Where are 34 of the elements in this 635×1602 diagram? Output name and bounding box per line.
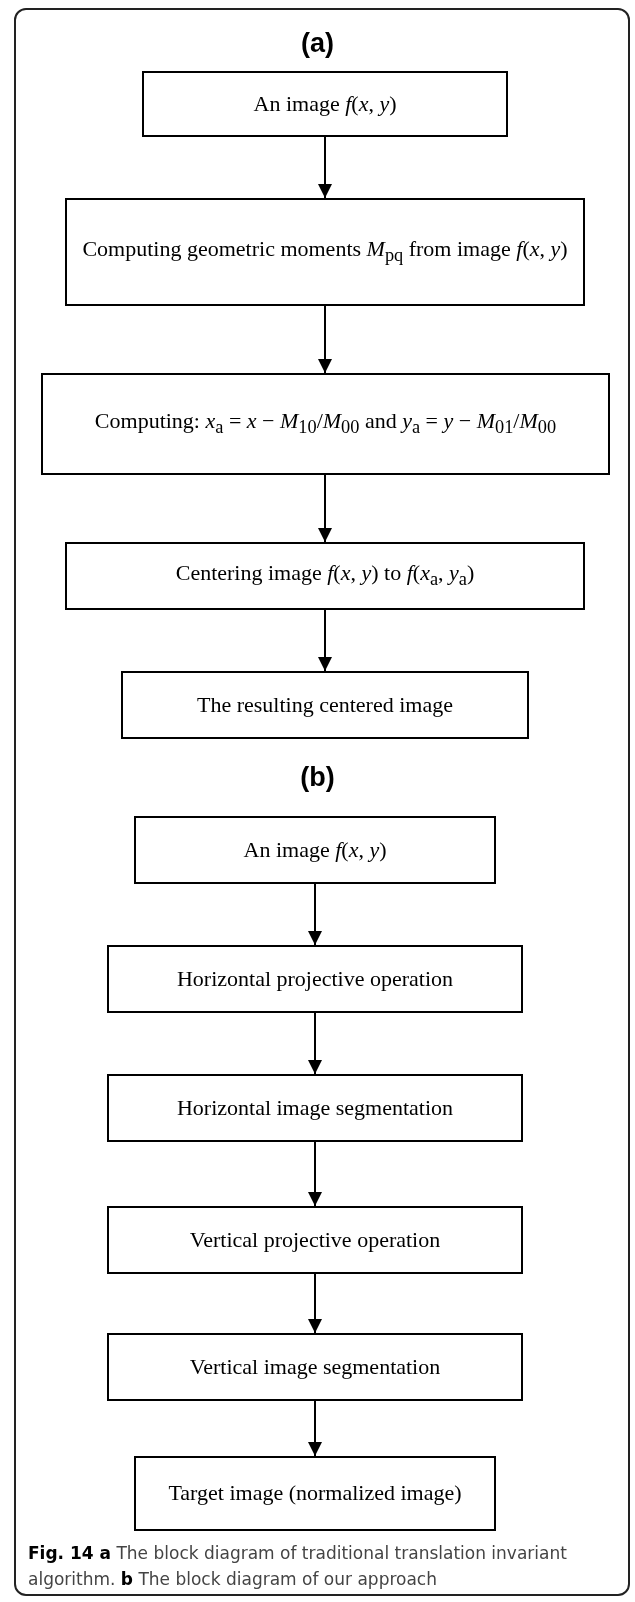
arrow (318, 474, 332, 543)
box-text: Computing geometric moments M$_{pq}$ from image f(x, y) (82, 236, 568, 268)
process-box (65, 542, 585, 610)
figure-caption: Fig. 14 a The block diagram of traditional translation invariant algorithm. b The block diagram of our approach (28, 1542, 568, 1592)
process-box (134, 816, 496, 884)
arrow (308, 1012, 322, 1075)
arrow (308, 1273, 322, 1334)
arrow (318, 305, 332, 374)
process-box (142, 71, 508, 137)
process-box (121, 671, 529, 739)
panel-label: (a) (301, 28, 334, 59)
arrow (308, 1141, 322, 1207)
box-text: An image f(x, y) (253, 90, 397, 118)
box-text: Horizontal image segmentation (176, 1094, 454, 1122)
box-text: The resulting centered image (197, 691, 453, 719)
box-text: An image f(x, y) (243, 836, 387, 864)
arrow (318, 136, 332, 199)
box-text: Target image (normalized image) (168, 1480, 462, 1507)
process-box (134, 1456, 496, 1531)
process-box (107, 945, 523, 1013)
box-text: Vertical projective operation (189, 1226, 441, 1254)
process-box (107, 1074, 523, 1142)
arrow (318, 609, 332, 672)
process-box (107, 1333, 523, 1401)
box-text: Horizontal projective operation (176, 965, 454, 993)
process-box (65, 198, 585, 306)
panel-label: (b) (300, 762, 335, 793)
arrow (308, 883, 322, 946)
arrow (308, 1400, 322, 1457)
box-text: Computing: x$_{a}$ = x − M$_{10}$/M$_{00}$ and y$_{a}$ = y − M$_{01}$/M$_{00}$ (94, 408, 557, 440)
process-box (107, 1206, 523, 1274)
box-text: Vertical image segmentation (189, 1353, 441, 1381)
process-box (41, 373, 610, 475)
box-text: Centering image f(x, y) to f(x$_{a}$, y$_{a}$) (175, 560, 475, 592)
